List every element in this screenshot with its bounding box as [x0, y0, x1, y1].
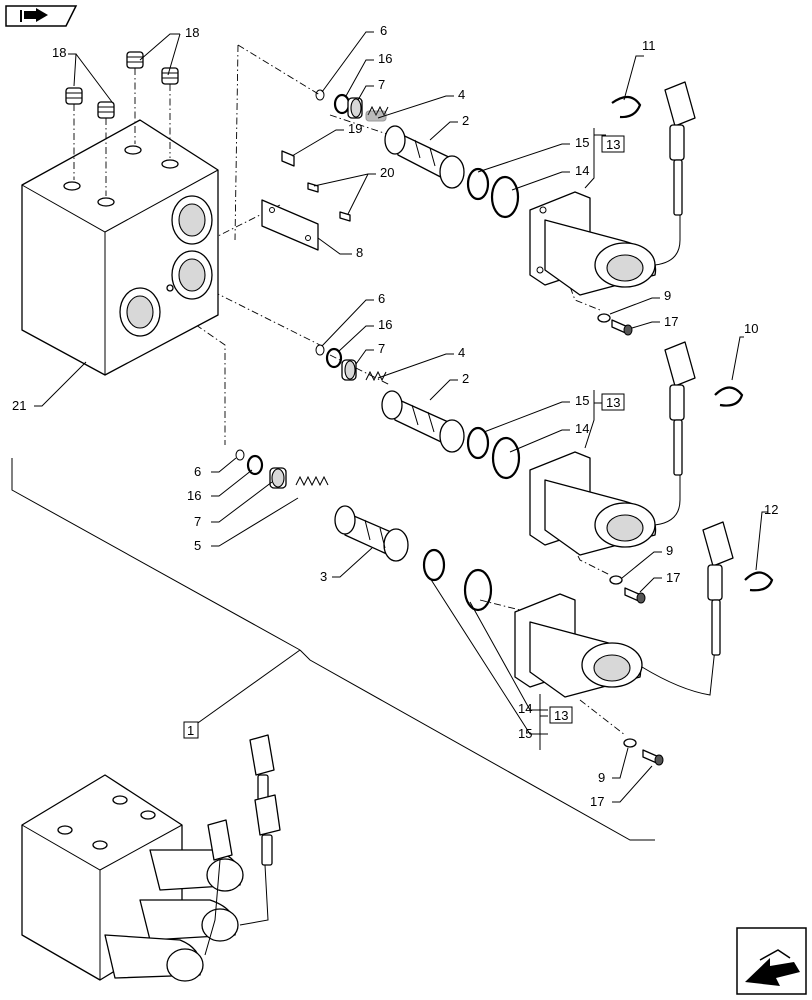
callout-15a: 15 [575, 135, 589, 150]
callout-4b: 4 [458, 345, 465, 360]
callout-13a: 13 [606, 137, 620, 152]
assembly-bracket [11, 458, 655, 841]
washer-bolt-lower [623, 738, 664, 766]
callout-16b: 16 [378, 317, 392, 332]
spool-2a [384, 125, 465, 189]
callout-9c: 9 [598, 770, 605, 785]
callout-20: 20 [380, 165, 394, 180]
plug-18a [65, 87, 83, 105]
callout-6b: 6 [378, 291, 385, 306]
plug-18d [161, 67, 179, 85]
callout-21: 21 [12, 398, 26, 413]
callout-16a: 16 [378, 51, 392, 66]
callout-9b: 9 [666, 543, 673, 558]
callout-7b: 7 [378, 341, 385, 356]
callout-9a: 9 [664, 288, 671, 303]
cover-plate [261, 150, 351, 251]
assembled-unit [21, 734, 281, 982]
callout-15c: 15 [518, 726, 532, 741]
next-page-arrow-icon[interactable] [736, 927, 807, 995]
callout-18b: 18 [52, 45, 66, 60]
callout-8: 8 [356, 245, 363, 260]
solenoid-upper [529, 81, 696, 296]
callout-15b: 15 [575, 393, 589, 408]
solenoid-middle [529, 341, 696, 556]
callout-3: 3 [320, 569, 327, 584]
callout-14b: 14 [575, 421, 589, 436]
callout-13c: 13 [554, 708, 568, 723]
callout-6c: 6 [194, 464, 201, 479]
clip-11 [611, 95, 642, 119]
callout-7a: 7 [378, 77, 385, 92]
clip-12 [744, 571, 774, 592]
callout-2b: 2 [462, 371, 469, 386]
leader-lines [34, 31, 768, 803]
callout-7c: 7 [194, 514, 201, 529]
washer-bolt-upper [597, 313, 633, 336]
clip-10 [714, 386, 744, 407]
plug-18b [97, 101, 115, 119]
callout-12: 12 [764, 502, 778, 517]
callout-11: 11 [642, 38, 656, 53]
middle-cartridge [315, 344, 521, 480]
callout-labels: 18 18 6 16 7 11 4 2 19 15 13 20 14 8 9 1… [12, 23, 778, 809]
upper-cartridge [315, 89, 520, 219]
plug-group [65, 51, 179, 196]
lower-cartridge [235, 449, 493, 612]
callout-14a: 14 [575, 163, 589, 178]
center-lines [159, 44, 626, 736]
valve-block [21, 119, 219, 376]
book-arrow-icon[interactable] [5, 5, 78, 27]
callout-5: 5 [194, 538, 201, 553]
callout-13b: 13 [606, 395, 620, 410]
callout-16c: 16 [187, 488, 201, 503]
callout-17c: 17 [590, 794, 604, 809]
callout-1: 1 [187, 723, 194, 738]
spring-4a [365, 105, 389, 122]
callout-18a: 18 [185, 25, 199, 40]
solenoid-lower [514, 521, 734, 698]
callout-17a: 17 [664, 314, 678, 329]
washer-bolt-middle [609, 575, 646, 604]
callout-6a: 6 [380, 23, 387, 38]
callout-10: 10 [744, 321, 758, 336]
callout-14c: 14 [518, 701, 532, 716]
callout-2a: 2 [462, 113, 469, 128]
callout-17b: 17 [666, 570, 680, 585]
callout-4a: 4 [458, 87, 465, 102]
callout-19: 19 [348, 121, 362, 136]
